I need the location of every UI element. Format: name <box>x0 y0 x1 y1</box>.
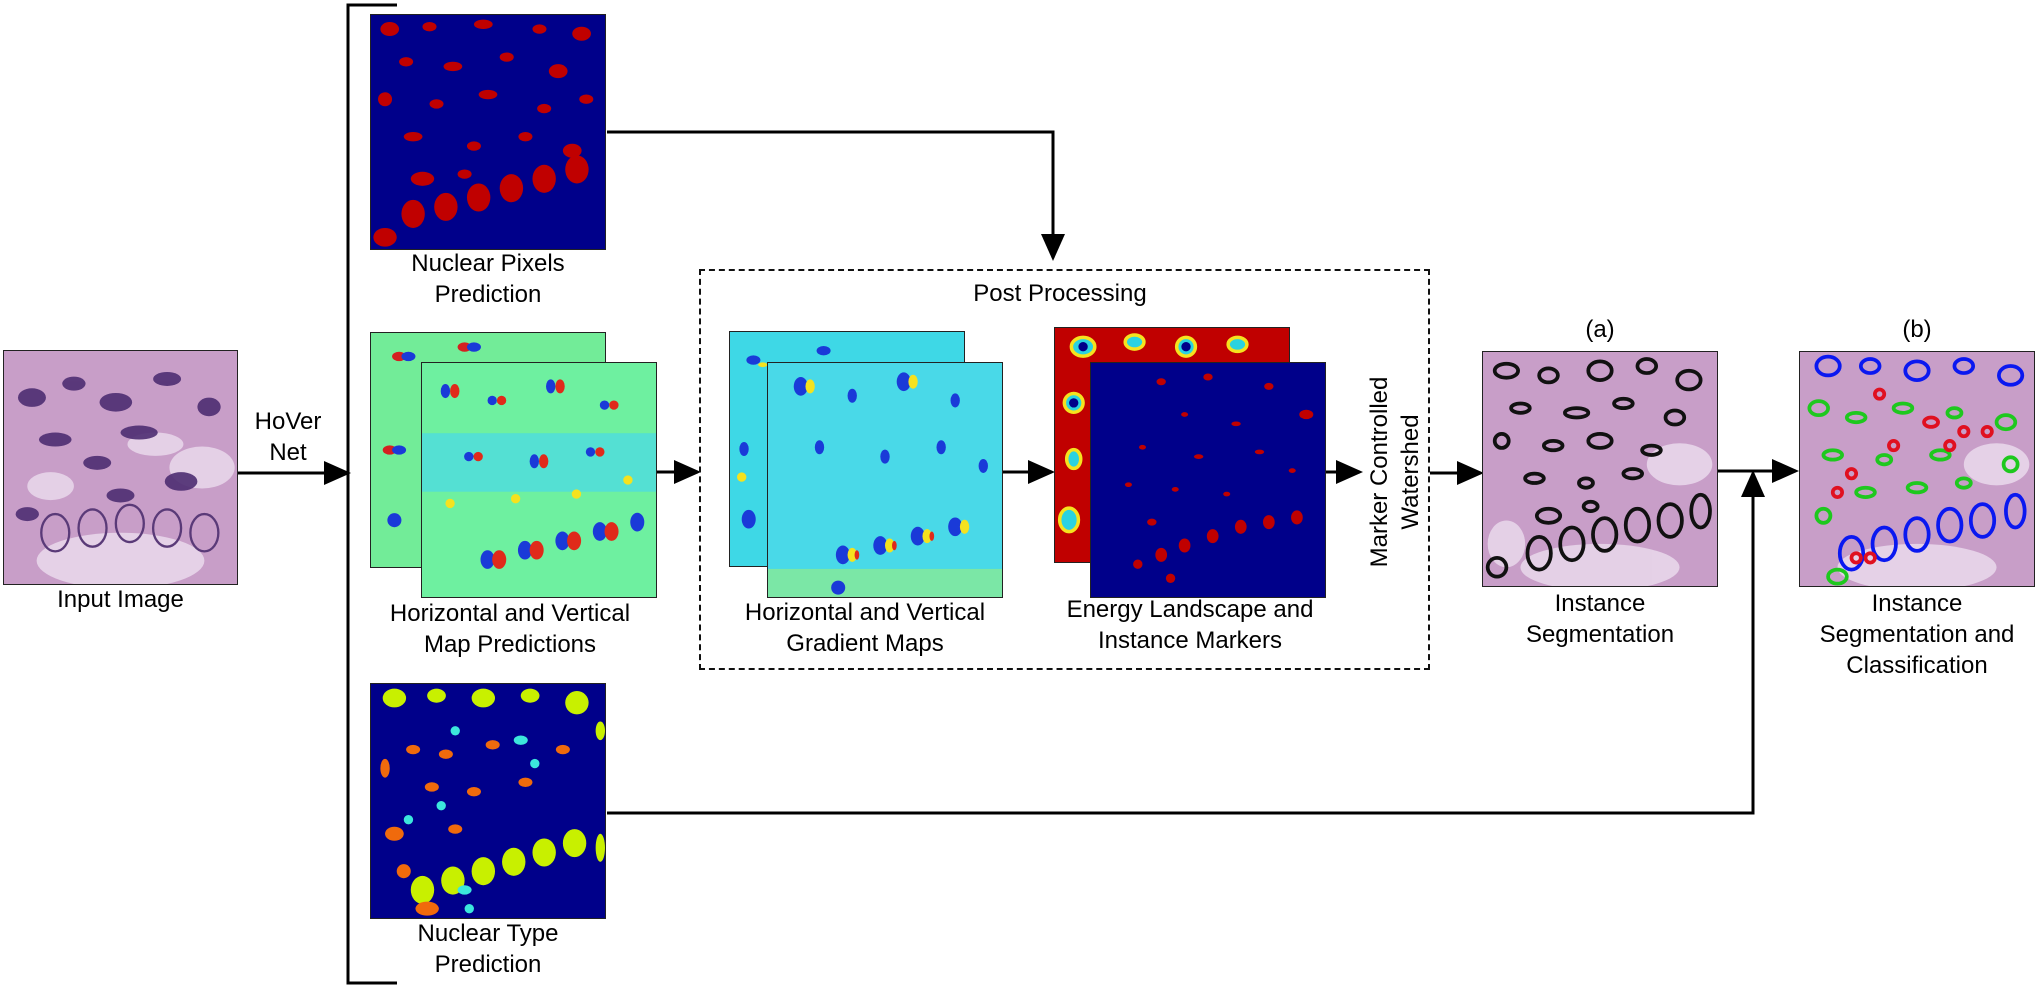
vertical-map-front-texture <box>422 363 656 597</box>
energy-markers-line-2: Instance Markers <box>1097 627 1283 654</box>
instance-segmentation-image <box>1482 351 1718 587</box>
instance-markers-map <box>1090 362 1326 598</box>
gradient-maps-line-1: Horizontal and Vertical <box>744 599 986 626</box>
energy-markers-line-1: Energy Landscape and <box>1066 596 1314 623</box>
tag-b: (b) <box>1902 316 1932 343</box>
nuclear-pixels-label: Nuclear Pixels Prediction <box>355 248 621 310</box>
energy-markers-label: Energy Landscape and Instance Markers <box>1040 594 1340 656</box>
instance-classification-line-1: Instance <box>1871 590 1963 617</box>
post-processing-label: Post Processing <box>973 280 1147 307</box>
tag-a: (a) <box>1585 316 1615 343</box>
watershed-line-1: Marker Controlled <box>1366 376 1393 568</box>
hover-net-line-2: Net <box>269 439 307 466</box>
gradient-maps-label: Horizontal and Vertical Gradient Maps <box>715 597 1015 659</box>
nuclear-pixels-line-1: Nuclear Pixels <box>411 250 565 277</box>
nuclear-type-label: Nuclear Type Prediction <box>355 918 621 980</box>
nuclear-pixels-map <box>370 14 606 250</box>
hover-net-line-1: HoVer <box>254 408 322 435</box>
hv-map-line-1: Horizontal and Vertical <box>389 600 631 627</box>
instance-markers-texture <box>1091 363 1325 597</box>
nuclear-type-map <box>370 683 606 919</box>
nuclear-type-texture <box>371 684 605 918</box>
instance-segmentation-line-2: Segmentation <box>1525 621 1675 648</box>
instance-classification-image <box>1799 351 2035 587</box>
instance-classification-texture <box>1800 352 2034 586</box>
hv-map-line-2: Map Predictions <box>423 631 597 658</box>
instance-segmentation-line-1: Instance <box>1554 590 1646 617</box>
watershed-label: Marker Controlled Watershed <box>1364 377 1426 568</box>
gradient-maps-line-2: Gradient Maps <box>786 630 944 657</box>
gradient-map-front <box>767 362 1003 598</box>
arrow-nt-to-cls <box>607 470 1765 815</box>
nuclear-type-line-2: Prediction <box>434 951 542 978</box>
input-image-texture <box>4 351 237 584</box>
post-processing-box <box>699 269 1430 670</box>
gradient-map-front-texture <box>768 363 1002 597</box>
input-image <box>3 350 238 585</box>
instance-classification-line-2: Segmentation and <box>1819 621 2015 648</box>
instance-segmentation-label: Instance Segmentation <box>1460 588 1740 650</box>
bracket <box>346 3 397 985</box>
instance-classification-line-3: Classification <box>1846 652 1988 679</box>
instance-classification-label: Instance Segmentation and Classification <box>1777 588 2037 681</box>
nuclear-pixels-texture <box>371 15 605 249</box>
watershed-line-2: Watershed <box>1397 414 1424 530</box>
hover-net-label: HoVer Net <box>238 406 338 468</box>
input-image-label: Input Image <box>57 586 184 613</box>
arrow-np-to-post <box>607 130 1065 261</box>
instance-segmentation-texture <box>1483 352 1717 586</box>
vertical-map-front <box>421 362 657 598</box>
hv-map-label: Horizontal and Vertical Map Predictions <box>355 598 665 660</box>
nuclear-pixels-line-2: Prediction <box>434 281 542 308</box>
nuclear-type-line-1: Nuclear Type <box>417 920 559 947</box>
